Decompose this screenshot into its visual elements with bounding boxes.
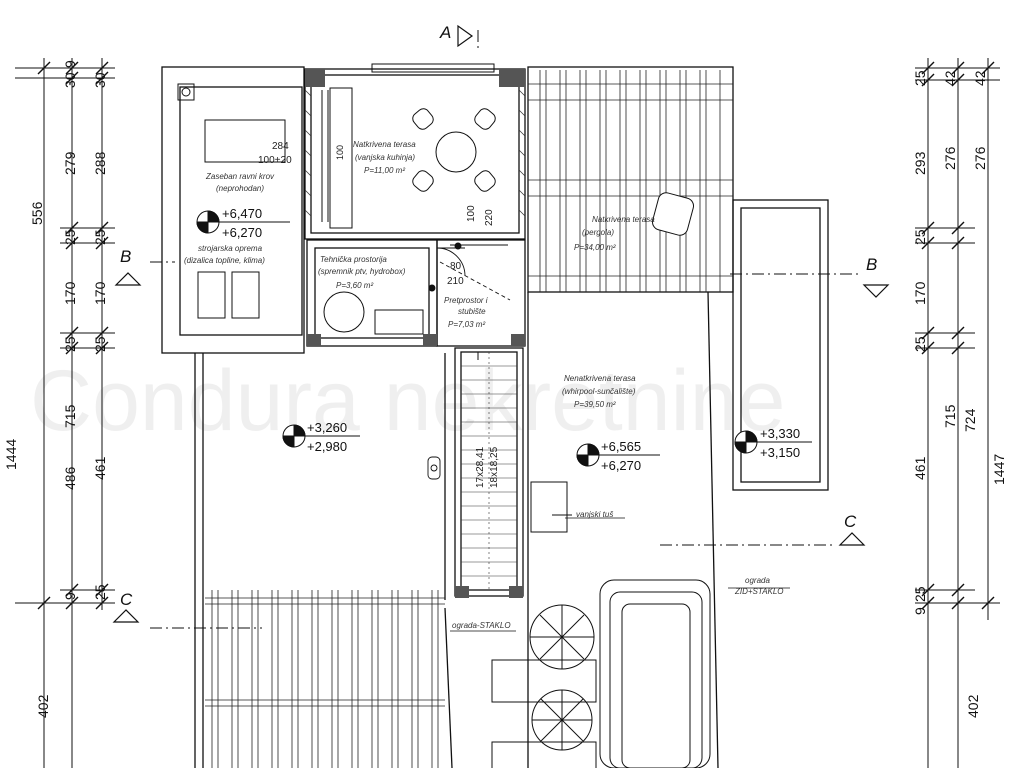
- pergola-label-2: (pergola): [582, 228, 614, 237]
- dim-left-288: 288: [92, 151, 108, 175]
- terrace-label-1: Nenatkrivena terasa: [564, 374, 636, 383]
- note-shower: vanjski tuš: [576, 510, 613, 519]
- dim-right-25c: 25: [912, 586, 928, 602]
- level-center-top: +6,565: [601, 439, 641, 454]
- dim-left-top-9: 9: [62, 60, 78, 68]
- dim-left-556: 556: [29, 201, 45, 225]
- dim-right-top-9: 9: [912, 607, 928, 615]
- level-roof-bottom: +6,270: [222, 225, 262, 240]
- level-left-top: +3,260: [307, 420, 347, 435]
- dim-right-276b: 276: [972, 146, 988, 170]
- note-door-210: 210: [447, 276, 464, 287]
- roof-label-1: Zaseban ravni krov: [205, 172, 275, 181]
- dim-right-25b: 25: [912, 336, 928, 352]
- dim-left-25a: 25: [62, 229, 78, 245]
- kitchen-area: P=11,00 m²: [364, 166, 405, 175]
- pergola-area: P=34,00 m²: [574, 243, 616, 252]
- dim-left-170: 170: [62, 281, 78, 305]
- level-center-bottom: +6,270: [601, 458, 641, 473]
- lobby-label-2: stubište: [458, 307, 486, 316]
- dim-right-top-25: 25: [912, 70, 928, 86]
- dim-left-461: 461: [92, 456, 108, 480]
- note-door-220: 220: [484, 209, 495, 226]
- dim-right-42a: 42: [942, 70, 958, 86]
- section-c-left-label: C: [120, 590, 133, 609]
- note-window-100-20: 100+20: [258, 155, 292, 166]
- dim-left-inner-25c: 25: [92, 584, 108, 600]
- roof-label-2: (neprohodan): [216, 184, 264, 193]
- dim-left-715: 715: [62, 404, 78, 428]
- dim-left-inner-170: 170: [92, 281, 108, 305]
- section-c-right-label: C: [844, 512, 857, 531]
- section-a-label: A: [439, 23, 451, 42]
- lobby-label-1: Pretprostor i: [444, 296, 488, 305]
- level-right-bottom: +3,150: [760, 445, 800, 460]
- terrace-label-2: (whirpool-sunčalište): [562, 387, 636, 396]
- tech-label-1: Tehnička prostorija: [320, 255, 387, 264]
- equip-label-1: strojarska oprema: [198, 244, 263, 253]
- note-rail-wall-glass: ZID+STAKLO: [734, 587, 784, 596]
- dim-left-30: 30: [92, 72, 108, 88]
- kitchen-label-2: (vanjska kuhinja): [355, 153, 415, 162]
- pergola-label-1: Natkrivena terasa: [592, 215, 655, 224]
- dim-right-724: 724: [962, 408, 978, 432]
- dim-right-25a: 25: [912, 229, 928, 245]
- dim-left-inner-25a: 25: [92, 229, 108, 245]
- section-b-left-label: B: [120, 247, 131, 266]
- note-stair-1: 17x28,41: [475, 446, 486, 488]
- note-window-284: 284: [272, 141, 289, 152]
- dim-right-715: 715: [942, 404, 958, 428]
- lobby-area: P=7,03 m²: [448, 320, 485, 329]
- dim-right-461: 461: [912, 456, 928, 480]
- dim-right-170: 170: [912, 281, 928, 305]
- dim-left-279: 279: [62, 151, 78, 175]
- dim-left-1444: 1444: [3, 439, 19, 470]
- dim-right-42b: 42: [972, 70, 988, 86]
- note-rail: ograda: [745, 576, 770, 585]
- level-right-top: +3,330: [760, 426, 800, 441]
- dim-right-1447: 1447: [991, 454, 1007, 485]
- note-window-100: 100: [335, 145, 345, 160]
- dim-right-402: 402: [965, 694, 981, 718]
- dim-right-276a: 276: [942, 146, 958, 170]
- note-door-80: 80: [450, 261, 462, 272]
- dim-left-25b: 25: [62, 336, 78, 352]
- section-b-right-label: B: [866, 255, 877, 274]
- dim-right-293: 293: [912, 151, 928, 175]
- watermark: Condura nekretnine: [30, 353, 785, 449]
- note-stair-2: 18x18,25: [489, 446, 500, 488]
- tech-area: P=3,60 m²: [336, 281, 373, 290]
- dim-left-486: 486: [62, 466, 78, 490]
- dim-left-top-30: 30: [62, 72, 78, 88]
- level-left-bottom: +2,980: [307, 439, 347, 454]
- dim-left-402: 402: [35, 694, 51, 718]
- note-door-100: 100: [466, 205, 477, 222]
- dim-left-inner-25b: 25: [92, 336, 108, 352]
- kitchen-label-1: Natkrivena terasa: [353, 140, 416, 149]
- dim-left-9: 9: [62, 592, 78, 600]
- terrace-area: P=39,50 m²: [574, 400, 616, 409]
- tech-label-2: (spremnik ptv, hydrobox): [318, 267, 406, 276]
- note-rail-glass: ograda-STAKLO: [452, 621, 511, 630]
- equip-label-2: (dizalica topline, klima): [184, 256, 265, 265]
- level-roof-top: +6,470: [222, 206, 262, 221]
